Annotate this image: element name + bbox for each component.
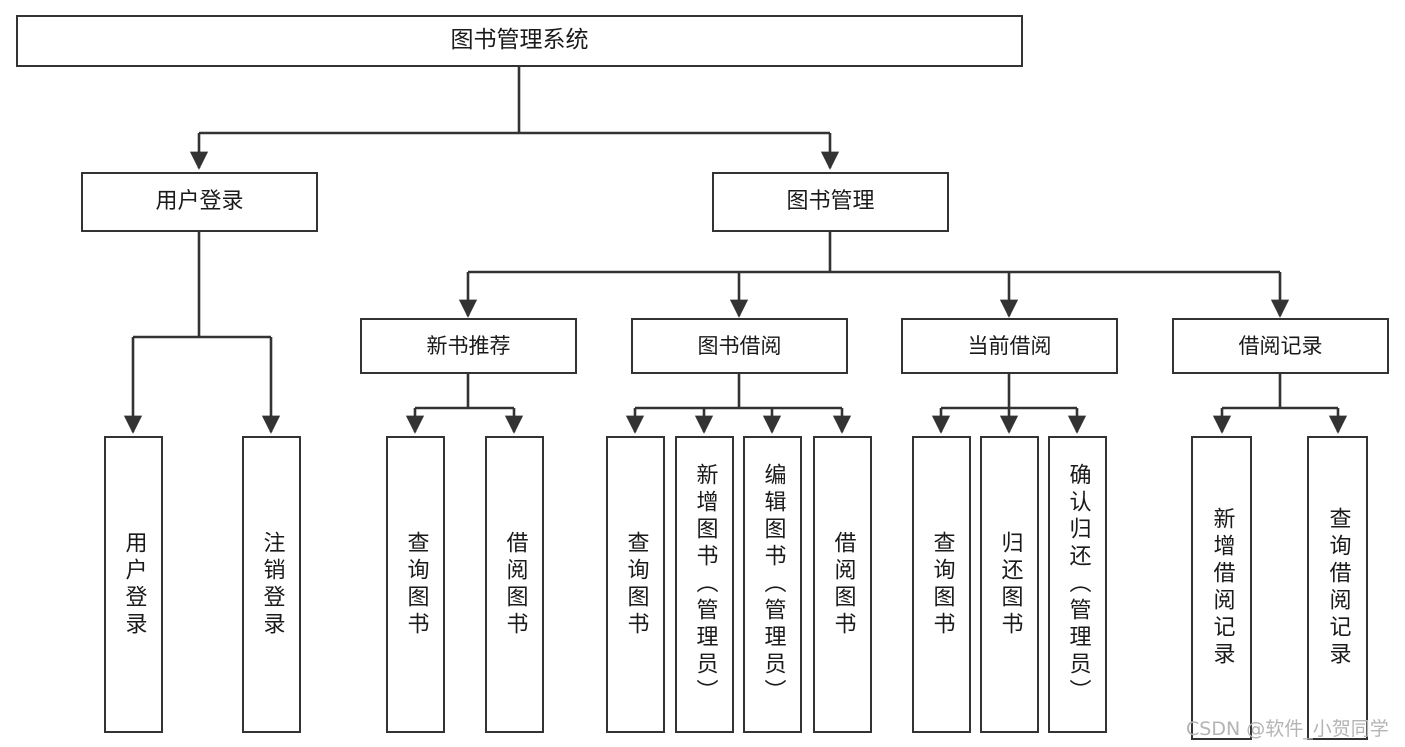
node-label: 确认归还（管理员） (1065, 463, 1091, 706)
node-label: 当前借阅 (967, 333, 1052, 358)
node-label: 图书管理系统 (450, 27, 589, 54)
leaf-record-query-record[interactable]: 查询借阅记录 (1307, 436, 1368, 740)
leaf-current-confirm-return-admin[interactable]: 确认归还（管理员） (1048, 436, 1107, 733)
node-label: 新书推荐 (426, 333, 511, 358)
node-label: 借阅记录 (1238, 333, 1323, 358)
leaf-current-query-book[interactable]: 查询图书 (912, 436, 971, 733)
leaf-borrow-query-book[interactable]: 查询图书 (606, 436, 665, 733)
leaf-borrow-edit-book-admin[interactable]: 编辑图书（管理员） (743, 436, 802, 733)
leaf-borrow-add-book-admin[interactable]: 新增图书（管理员） (675, 436, 734, 733)
node-label: 用户登录 (155, 189, 244, 215)
node-label: 查询图书 (929, 530, 955, 639)
node-book-management[interactable]: 图书管理 (712, 172, 949, 232)
node-label: 借阅图书 (502, 530, 528, 639)
leaf-current-return-book[interactable]: 归还图书 (980, 436, 1039, 733)
leaf-record-add-record[interactable]: 新增借阅记录 (1191, 436, 1252, 740)
node-label: 图书借阅 (697, 333, 782, 358)
node-label: 新增图书（管理员） (692, 463, 718, 706)
node-new-book-recommend[interactable]: 新书推荐 (360, 318, 577, 374)
leaf-new-book-query[interactable]: 查询图书 (386, 436, 445, 733)
node-borrow-record[interactable]: 借阅记录 (1172, 318, 1389, 374)
node-book-borrow[interactable]: 图书借阅 (631, 318, 848, 374)
node-label: 图书管理 (786, 189, 875, 215)
watermark: CSDN @软件_小贺同学 (1186, 718, 1389, 740)
node-label: 注销登录 (259, 530, 285, 639)
node-current-borrow[interactable]: 当前借阅 (901, 318, 1118, 374)
node-label: 查询图书 (623, 530, 649, 639)
node-user-login[interactable]: 用户登录 (81, 172, 318, 232)
leaf-new-book-borrow[interactable]: 借阅图书 (485, 436, 544, 733)
node-label: 新增借阅记录 (1209, 507, 1235, 669)
leaf-user-login-logout[interactable]: 注销登录 (242, 436, 301, 733)
leaf-borrow-borrow-book[interactable]: 借阅图书 (813, 436, 872, 733)
node-root-book-management-system[interactable]: 图书管理系统 (16, 15, 1023, 67)
node-label: 查询图书 (403, 530, 429, 639)
node-label: 查询借阅记录 (1325, 507, 1351, 669)
leaf-user-login-login[interactable]: 用户登录 (104, 436, 163, 733)
node-label: 借阅图书 (830, 530, 856, 639)
node-label: 用户登录 (121, 530, 147, 639)
node-label: 编辑图书（管理员） (760, 463, 786, 706)
node-label: 归还图书 (997, 530, 1023, 639)
